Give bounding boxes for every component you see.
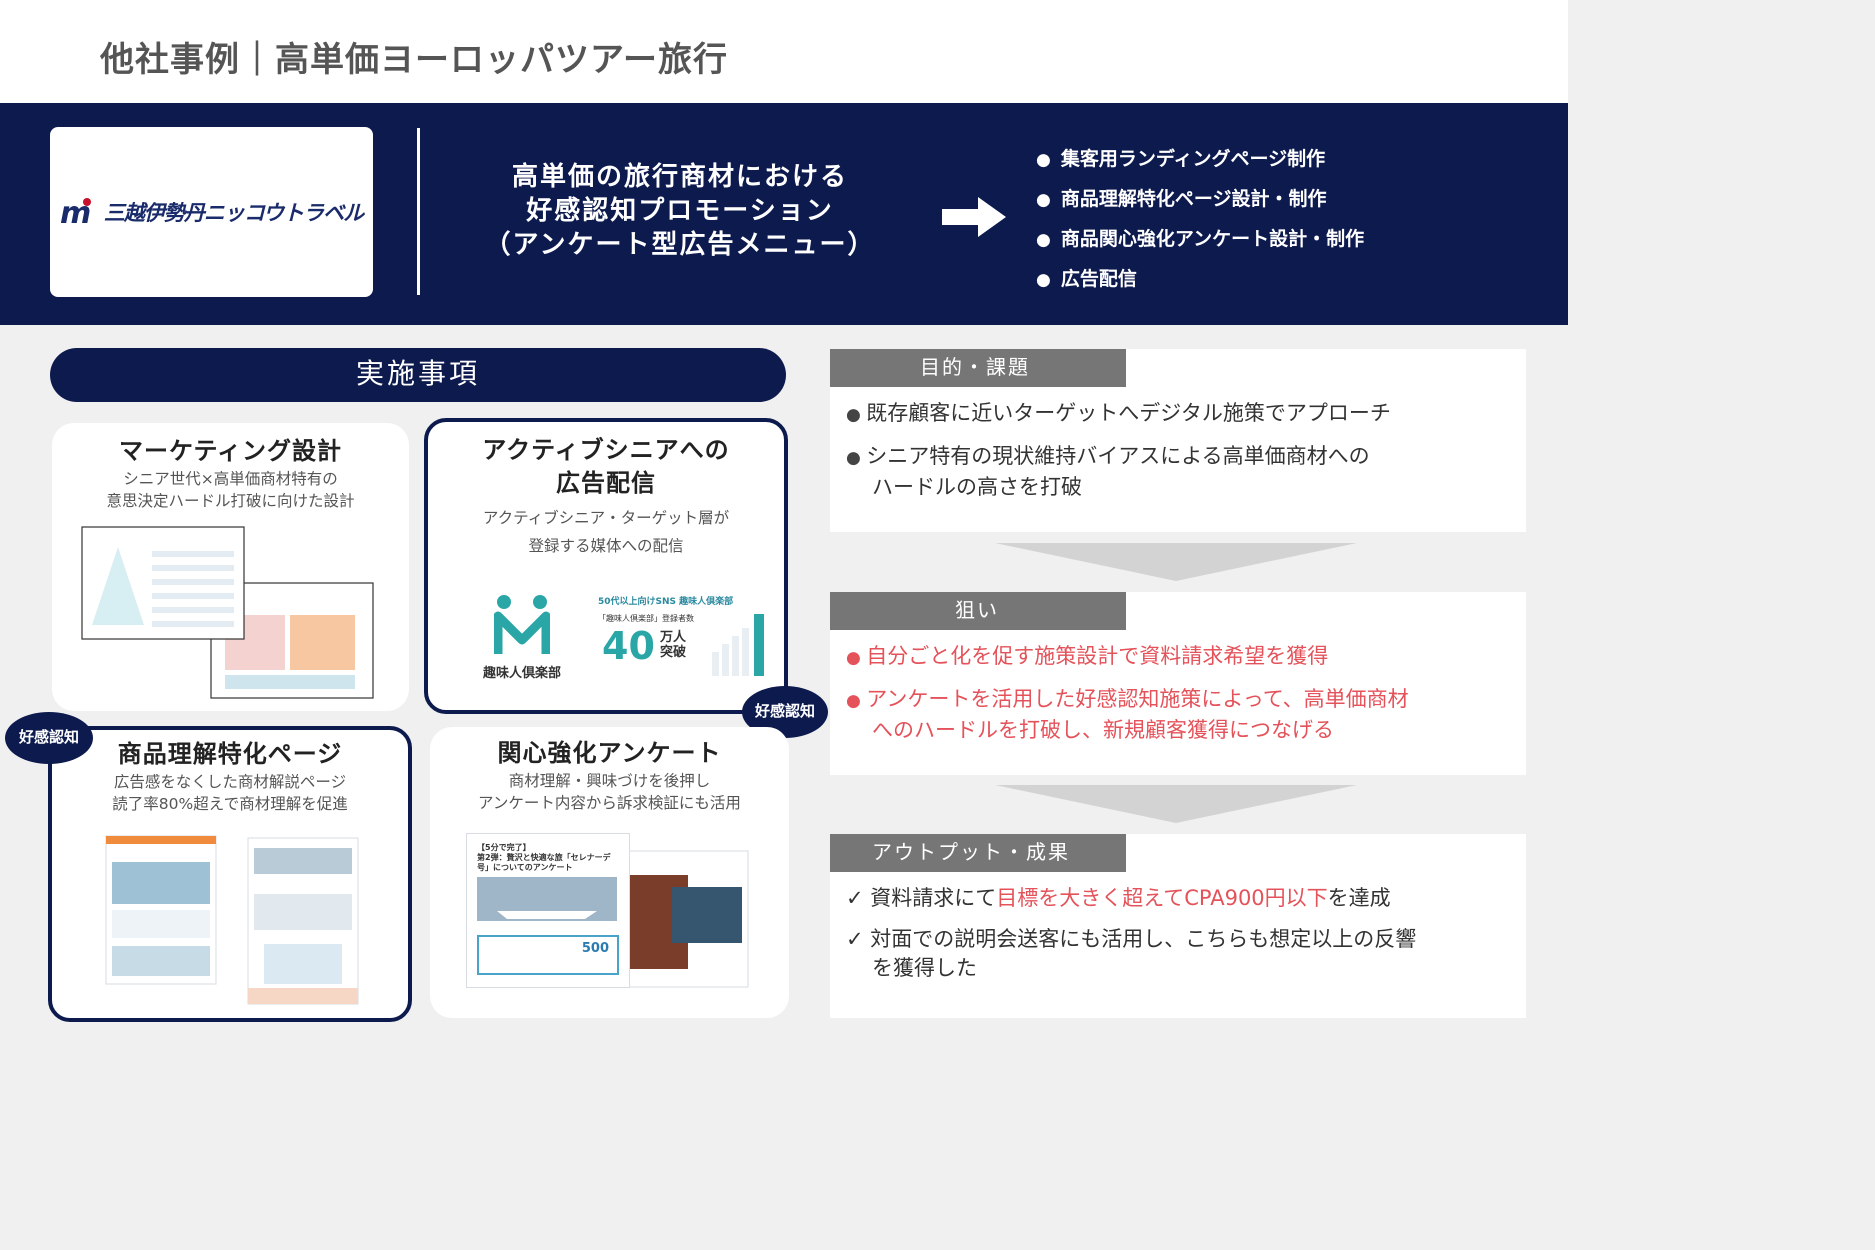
deliverable-item: 集客用ランディングページ制作	[1036, 144, 1364, 184]
banner-headline: 高単価の旅行商材における 好感認知プロモーション （アンケート型広告メニュー）	[470, 160, 890, 262]
purpose-item: シニア特有の現状維持バイアスによる高単価商材への ハードルの高さを打破	[846, 442, 1391, 502]
purpose-heading: 目的・課題	[830, 349, 1126, 387]
cruise-photo	[477, 877, 617, 921]
media-unit: 万人	[659, 630, 686, 645]
arrow-right-icon	[942, 197, 1006, 237]
card-description: アクティブシニア・ターゲット層が 登録する媒体への配信	[482, 509, 730, 555]
card-title: マーケティング設計	[118, 437, 343, 465]
card-marketing-design: マーケティング設計 シニア世代×高単価商材特有の 意思決定ハードル打破に向けた設…	[52, 423, 409, 711]
output-item: 資料請求にて目標を大きく超えてCPA900円以下を達成	[846, 884, 1416, 913]
deliverable-item: 商品理解特化ページ設計・制作	[1036, 184, 1364, 224]
aim-list: 自分ごと化を促す施策設計で資料請求希望を獲得 アンケートを活用した好感認知施策に…	[846, 642, 1409, 757]
card-product-page: 商品理解特化ページ 広告感をなくした商材解説ページ 読了率80%超えで商材理解を…	[48, 726, 412, 1022]
card-description: シニア世代×高単価商材特有の 意思決定ハードル打破に向けた設計	[106, 470, 355, 510]
output-item-highlight: 目標を大きく超えてCPA900円以下	[996, 886, 1328, 910]
banner-line: 高単価の旅行商材における	[511, 162, 848, 192]
banner-line: 好感認知プロモーション	[526, 196, 834, 226]
output-item: 対面での説明会送客にも活用し、こちらも想定以上の反響 を獲得した	[846, 925, 1416, 983]
deliverable-item: 商品関心強化アンケート設計・制作	[1036, 224, 1364, 264]
card-title: 関心強化アンケート	[497, 739, 722, 767]
marketing-design-thumbnail	[81, 526, 374, 699]
title-bar: 他社事例｜高単価ヨーロッパツアー旅行	[0, 0, 1568, 103]
card-title: 広告配信	[556, 469, 656, 497]
output-heading-text: アウトプット・成果	[872, 840, 1070, 864]
card-ad-delivery: アクティブシニアへの 広告配信 アクティブシニア・ターゲット層が 登録する媒体へ…	[424, 418, 788, 714]
growth-bars-icon	[712, 614, 764, 676]
card-title: アクティブシニアへの	[482, 436, 730, 464]
media-count-block: 40 万人 突破	[588, 624, 768, 668]
media-brand-logo: 趣味人倶楽部	[474, 594, 570, 681]
banner-line: （アンケート型広告メニュー）	[484, 230, 876, 260]
card-title: 商品理解特化ページ	[117, 740, 343, 768]
media-registered-label: 「趣味人倶楽部」登録者数	[598, 614, 694, 623]
banner-divider	[417, 128, 420, 295]
implementation-header: 実施事項	[50, 348, 786, 402]
survey-thumbnail-front: 【5分で完了】 第2弾：贅沢と快適な旅「セレナーデ号」についてのアンケート 50…	[466, 833, 630, 988]
output-list: 資料請求にて目標を大きく超えてCPA900円以下を達成 対面での説明会送客にも活…	[846, 884, 1416, 995]
media-banner-brand: 趣味人倶楽部	[679, 597, 734, 607]
aim-heading-text: 狙い	[955, 598, 999, 622]
deliverable-item: 広告配信	[1036, 264, 1364, 304]
media-unit2: 突破	[659, 645, 686, 660]
card-survey: 関心強化アンケート 商材理解・興味づけを後押し アンケート内容から訴求検証にも活…	[430, 727, 789, 1018]
product-page-thumbnail	[105, 835, 359, 1005]
purpose-list: 既存顧客に近いターゲットへデジタル施策でアプローチ シニア特有の現状維持バイアス…	[846, 399, 1391, 514]
media-banner: 50代以上向けSNS 趣味人倶楽部 「趣味人倶楽部」登録者数 40 万人 突破	[588, 580, 768, 686]
company-logo: m 三越伊勢丹ニッコウトラベル	[50, 127, 373, 297]
shumijin-logo-icon	[493, 595, 551, 654]
purpose-heading-text: 目的・課題	[920, 355, 1030, 379]
favorable-awareness-badge: 好感認知	[5, 712, 93, 764]
logo-mark-icon: m	[60, 197, 91, 227]
flow-chevron-icon	[995, 785, 1357, 823]
aim-item: 自分ごと化を促す施策設計で資料請求希望を獲得	[846, 642, 1409, 673]
survey-title-line1: 【5分で完了】	[477, 843, 531, 852]
deliverables-list: 集客用ランディングページ制作 商品理解特化ページ設計・制作 商品関心強化アンケー…	[1036, 144, 1364, 304]
output-item-post: を達成	[1327, 886, 1391, 910]
media-count: 40	[602, 624, 655, 668]
media-brand-name: 趣味人倶楽部	[482, 666, 561, 681]
media-unit-box: 万人 突破	[660, 630, 686, 660]
card-description: 広告感をなくした商材解説ページ 読了率80%超えで商材理解を促進	[112, 773, 348, 813]
purpose-item: 既存顧客に近いターゲットへデジタル施策でアプローチ	[846, 399, 1391, 430]
media-banner-top: 50代以上向けSNS	[598, 597, 677, 607]
survey-title-line2: 第2弾：贅沢と快適な旅「セレナーデ号」についてのアンケート	[477, 853, 611, 872]
aim-item: アンケートを活用した好感認知施策によって、高単価商材 へのハードルを打破し、新規…	[846, 685, 1408, 745]
aim-heading: 狙い	[830, 592, 1126, 630]
logo-text: 三越伊勢丹ニッコウトラベル	[103, 201, 364, 225]
output-item-pre: 資料請求にて	[870, 886, 997, 910]
survey-reward-box: 500	[477, 935, 619, 975]
card-description: 商材理解・興味づけを後押し アンケート内容から訴求検証にも活用	[478, 772, 741, 812]
survey-amount: 500	[581, 941, 609, 956]
flow-chevron-icon	[995, 543, 1357, 581]
output-heading: アウトプット・成果	[830, 834, 1126, 872]
media-banner-heading: 50代以上向けSNS 趣味人倶楽部	[588, 580, 768, 607]
page-title: 他社事例｜高単価ヨーロッパツアー旅行	[100, 40, 728, 80]
